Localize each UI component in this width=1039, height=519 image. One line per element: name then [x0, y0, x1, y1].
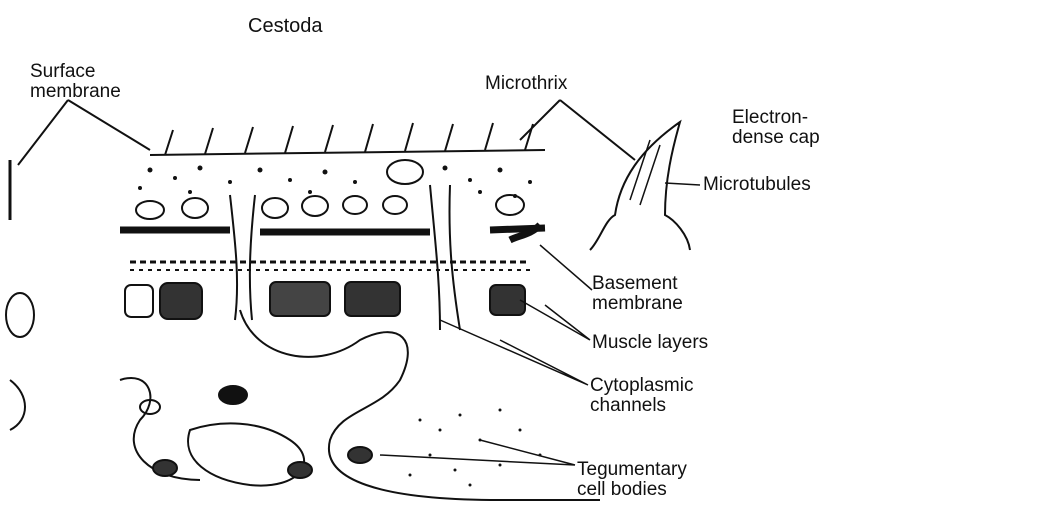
cytoplasm-vesicles — [138, 166, 532, 199]
label-line: channels — [590, 396, 693, 416]
label-line: Cytoplasmic — [590, 376, 693, 396]
label-muscle-layers: Muscle layers — [592, 333, 708, 353]
label-microtubules: Microtubules — [703, 175, 811, 195]
left-partial-panel — [6, 160, 34, 430]
mitochondria-row — [136, 195, 524, 219]
label-surface-membrane: Surface membrane — [30, 62, 121, 102]
label-line: membrane — [592, 294, 683, 314]
microthrix-detail — [590, 122, 690, 250]
label-cytoplasmic-channels: Cytoplasmic channels — [590, 376, 693, 416]
basement-membrane-band — [120, 228, 545, 232]
label-line: Electron- — [732, 108, 820, 128]
label-basement-membrane: Basement membrane — [592, 274, 683, 314]
label-microthrix: Microthrix — [485, 74, 567, 94]
muscle-cells — [125, 282, 525, 319]
label-line: membrane — [30, 82, 121, 102]
diagram-title: Cestoda — [248, 16, 323, 36]
stippled-cytoplasm — [409, 409, 542, 487]
label-electron-dense-cap: Electron- dense cap — [732, 108, 820, 148]
label-line: dense cap — [732, 128, 820, 148]
nucleus-outline — [188, 423, 304, 485]
label-line: Tegumentary — [577, 460, 687, 480]
label-tegumentary-cell-bodies: Tegumentary cell bodies — [577, 460, 687, 500]
leader-surface-membrane — [18, 100, 150, 165]
label-line: Basement — [592, 274, 683, 294]
label-line: Surface — [30, 62, 121, 82]
microtriches-row — [150, 123, 545, 155]
muscle-layer-band — [130, 262, 530, 270]
label-line: cell bodies — [577, 480, 687, 500]
